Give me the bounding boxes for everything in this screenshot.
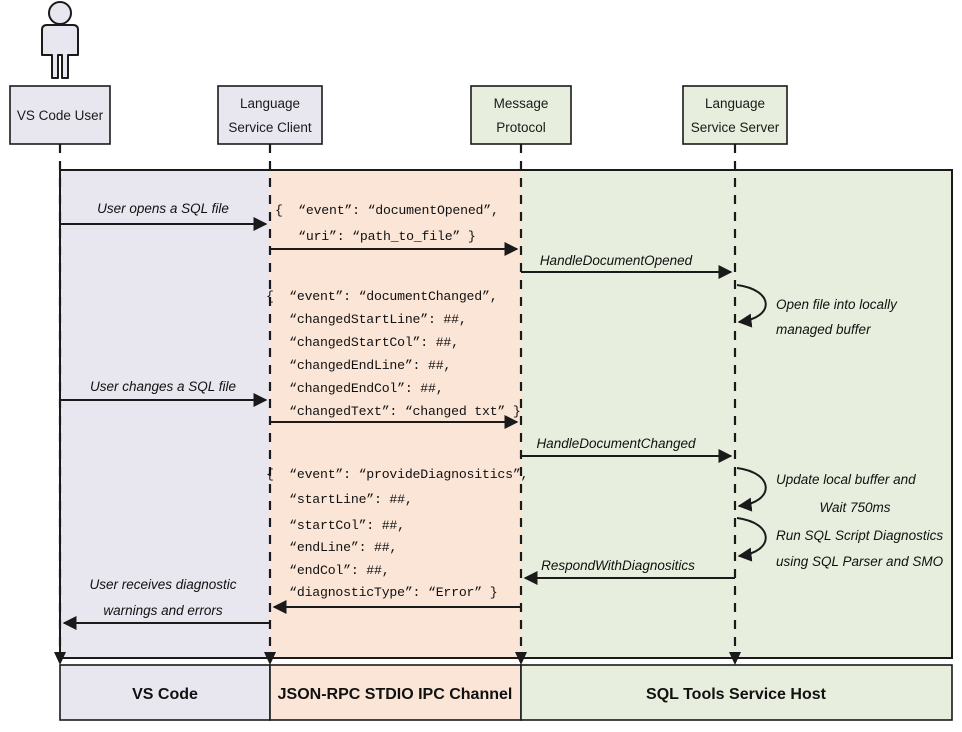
message-label-user-receives-diagnostics-line-0: User receives diagnostic [89, 577, 236, 592]
participant-label-message-protocol-line2: Protocol [496, 120, 546, 135]
band-outline [59, 169, 953, 659]
participant-boxes: VS Code User Language Service Client Mes… [9, 85, 788, 145]
message-label-respond-with-diagnositics: RespondWithDiagnositics [541, 558, 695, 573]
message-label-user-receives-diagnostics-line-1: warnings and errors [103, 603, 223, 618]
payload-provide-diagnositics-line-4: “endCol”: ##, [266, 563, 389, 578]
payload-provide-diagnositics-line-2: “startCol”: ##, [266, 518, 405, 533]
message-label-user-opens-sql-file: User opens a SQL file [97, 201, 229, 216]
message-user-changes-sql-file: User changes a SQL file [60, 379, 268, 407]
message-document-opened-payload: { “event”: “documentOpened”, “uri”: “pat… [270, 203, 519, 256]
lifeline-terminator-message-protocol [515, 652, 527, 665]
message-respond-with-diagnositics: RespondWithDiagnositics [523, 558, 735, 585]
payload-document-opened-line-1: “uri”: “path_to_file” } [275, 229, 476, 244]
self-call-open-file: Open file into locally managed buffer [736, 284, 898, 337]
message-label-handle-document-changed: HandleDocumentChanged [536, 436, 696, 451]
lifelines [58, 144, 737, 662]
self-call-label-run-diagnostics-line-0: Run SQL Script Diagnostics [776, 528, 943, 543]
footer-label-vs-code: VS Code [132, 686, 198, 703]
participant-language-service-client[interactable]: Language Service Client [217, 85, 323, 145]
participant-label-vs-code-user-line1: VS Code User [17, 108, 104, 123]
participant-box-language-service-client[interactable] [217, 85, 323, 145]
person-icon-head [48, 1, 72, 25]
message-user-receives-diagnostics: User receives diagnostic warnings and er… [62, 577, 270, 630]
self-call-label-open-file-line-1: managed buffer [776, 322, 871, 337]
footer-band-sql-host[interactable] [520, 664, 953, 721]
payload-document-changed-line-4: “changedEndCol”: ##, [266, 381, 443, 396]
participant-label-language-service-server-line1: Language [705, 96, 765, 111]
lifeline-terminators [54, 652, 741, 665]
payload-provide-diagnositics-line-1: “startLine”: ##, [266, 492, 413, 507]
footer-band-vs-code[interactable] [59, 664, 271, 721]
footer-label-sql-host: SQL Tools Service Host [646, 686, 827, 703]
self-call-label-update-buffer-line-0: Update local buffer and [776, 472, 916, 487]
payload-document-changed-line-1: “changedStartLine”: ##, [266, 312, 467, 327]
self-call-label-open-file-line-0: Open file into locally [776, 297, 898, 312]
lifeline-terminator-language-service-client [264, 652, 276, 665]
participant-vs-code-user[interactable]: VS Code User [9, 85, 111, 145]
lifeline-terminator-vs-code-user [54, 652, 66, 665]
payload-document-changed-line-3: “changedEndLine”: ##, [266, 358, 451, 373]
person-icon-body [41, 24, 79, 79]
participant-message-protocol[interactable]: Message Protocol [470, 85, 572, 145]
message-label-user-changes-sql-file: User changes a SQL file [90, 379, 236, 394]
footer-label-ipc: JSON-RPC STDIO IPC Channel [278, 686, 513, 703]
self-call-label-run-diagnostics-line-1: using SQL Parser and SMO [776, 554, 944, 569]
message-user-opens-sql-file: User opens a SQL file [60, 201, 268, 231]
lifeline-bands [59, 169, 953, 659]
payload-provide-diagnositics-line-0: { “event”: “provideDiagnositics”, [266, 467, 528, 482]
footer-bands: VS Code JSON-RPC STDIO IPC Channel SQL T… [59, 664, 953, 721]
participant-label-language-service-server-line2: Service Server [691, 120, 780, 135]
participant-label-message-protocol-line1: Message [494, 96, 549, 111]
message-handle-document-opened: HandleDocumentOpened [521, 253, 733, 279]
participant-label-language-service-client-line2: Service Client [228, 120, 312, 135]
payload-provide-diagnositics-line-5: “diagnosticType”: “Error” } [266, 585, 497, 600]
message-document-changed-payload: { “event”: “documentChanged”, “changedSt… [266, 289, 521, 429]
payload-document-opened-line-0: { “event”: “documentOpened”, [275, 203, 499, 218]
self-call-update-buffer-wait: Update local buffer and Wait 750ms [736, 467, 916, 515]
participant-label-language-service-client-line1: Language [240, 96, 300, 111]
self-call-arc-run-diagnostics [736, 517, 767, 562]
self-call-arc-open-file [736, 284, 767, 328]
self-call-run-diagnostics: Run SQL Script Diagnostics using SQL Par… [736, 517, 944, 569]
vs-code-user-actor [41, 1, 79, 79]
band-vs-code-rect [60, 170, 270, 658]
participant-box-vs-code-user[interactable] [9, 85, 111, 145]
payload-document-changed-line-0: { “event”: “documentChanged”, [266, 289, 497, 304]
message-provide-diagnositics-payload: { “event”: “provideDiagnositics”, “start… [266, 467, 528, 614]
message-handle-document-changed: HandleDocumentChanged [521, 436, 733, 463]
payload-document-changed-line-5: “changedText”: “changed txt” } [266, 404, 521, 419]
band-ipc-rect [270, 170, 521, 658]
band-sql-host-rect [521, 170, 952, 658]
self-call-label-update-buffer-line-1: Wait 750ms [819, 500, 890, 515]
payload-provide-diagnositics-line-3: “endLine”: ##, [266, 540, 397, 555]
message-label-handle-document-opened: HandleDocumentOpened [540, 253, 693, 268]
participant-box-language-service-server[interactable] [682, 85, 788, 145]
self-call-arc-update-buffer-wait [736, 467, 767, 512]
lifeline-terminator-language-service-server [729, 652, 741, 665]
participant-language-service-server[interactable]: Language Service Server [682, 85, 788, 145]
participant-box-message-protocol[interactable] [470, 85, 572, 145]
payload-document-changed-line-2: “changedStartCol”: ##, [266, 335, 459, 350]
